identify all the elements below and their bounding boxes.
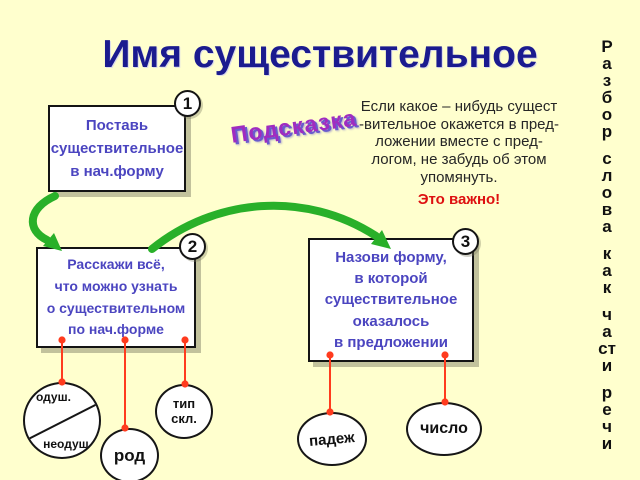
step1-line: существительное [50,139,184,157]
step1-line: в нач.форму [70,163,164,181]
page-title: Имя существительное [102,33,538,76]
step2-line: Расскажи всё, [67,256,165,273]
hint-line: Если какое – нибудь сущест [360,98,558,115]
feature-declension-line: скл. [171,410,197,426]
feature-animacy-ellipse: одуш. неодуш. [23,382,101,459]
diagonal-divider-line [25,401,99,442]
step1-line: Поставь [85,116,149,134]
hint-line: логом, не забудь об этом [371,151,547,169]
vertical-caption-word: Разбор [601,37,613,141]
feature-declension-line: тип [172,395,196,411]
step3-line: существительное [324,291,458,309]
step3-number-badge: 3 [452,228,479,255]
feature-case-label: падеж [308,428,356,450]
hint-line: упомянуть. [420,168,498,186]
step3-line: в которой [354,270,428,288]
hint-line: ложении вместе с пред- [375,133,543,151]
step3-line: Назови форму, [335,248,447,266]
green-arrow-step1-to-step2 [28,192,59,244]
feature-case-ellipse: падеж [297,412,367,466]
step2-line: что можно узнать [54,277,178,294]
feature-gender-ellipse: род [100,428,159,480]
step2-line: по нач.форме [68,321,164,338]
vertical-caption-word: речи [601,383,613,453]
feature-declension-ellipse: тип скл. [155,384,213,439]
hint-text-block: Если какое – нибудь сущест -вительное ок… [330,98,588,209]
feature-animacy-inanimate: неодуш. [43,437,92,451]
step1-box: Поставь существительное в нач.форму [48,105,186,192]
vertical-caption-word: как [602,244,612,297]
feature-animacy-animate: одуш. [36,390,71,404]
vertical-caption-word: слова [601,149,613,236]
step1-number-badge: 1 [174,90,201,117]
step2-number-badge: 2 [179,233,206,260]
step3-line: в предложении [333,333,449,351]
hint-line: -вительное окажется в пред- [359,115,559,133]
step2-box: Расскажи всё, что можно узнать о существ… [36,247,196,348]
vertical-caption-word: части [598,305,616,375]
step2-line: о существительном [46,299,186,316]
step3-box: Назови форму, в которой существительное … [308,238,474,362]
hint-emphasis: Это важно! [417,191,501,209]
feature-number-ellipse: число [406,402,482,456]
step3-line: оказалось [352,312,430,330]
vertical-caption: Разбор слова как части речи [594,38,620,452]
